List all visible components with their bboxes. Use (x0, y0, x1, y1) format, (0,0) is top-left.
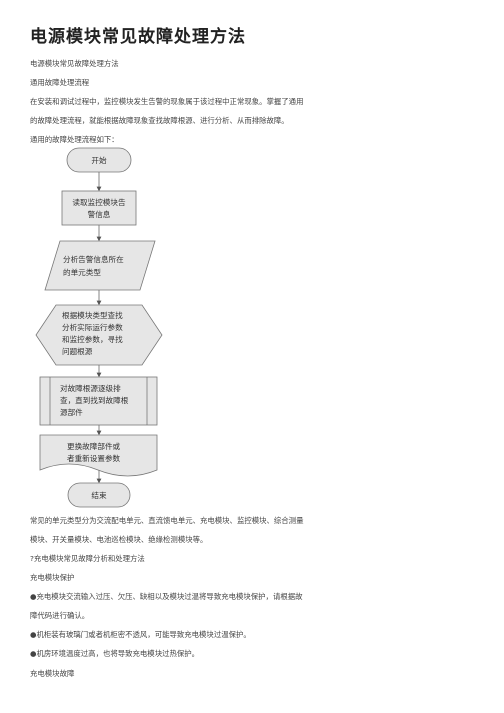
flow-analyze-node (44, 240, 156, 291)
flow-read-label: 警信息 (88, 209, 111, 219)
paragraph-line: 在安装和调试过程中，监控模块发生告警的现象属于该过程中正常现象。掌握了通用 (30, 97, 304, 106)
flow-check-node (39, 376, 158, 426)
flow-check-label: 对故障根源逐级排 (60, 383, 121, 393)
flow-end-label: 结束 (91, 490, 107, 500)
section-heading-general-flow: 通用故障处理流程 (30, 78, 90, 87)
flow-read-label: 读取监控模块告 (72, 197, 126, 207)
flow-replace-label: 者重新设置参数 (67, 453, 121, 463)
bullet-line: 障代码进行确认。 (30, 611, 90, 620)
flow-find-label: 分析实际运行参数 (62, 322, 123, 332)
subtitle: 电源模块常见故障处理方法 (30, 59, 119, 68)
section-heading-fault: 充电模块故障 (30, 669, 75, 678)
flow-replace-label: 更换故障部件或 (67, 441, 121, 451)
bullet-line: ●机房环境温度过高，也将导致充电模块过热保护。 (30, 649, 200, 658)
flow-find-node (35, 304, 163, 366)
flow-start-label: 开始 (91, 155, 107, 165)
flow-find-label: 和监控参数，寻找 (62, 334, 123, 344)
flow-check-label: 查，直到找到故障根 (60, 395, 129, 405)
section-heading-protection: 充电模块保护 (30, 573, 75, 582)
paragraph-line: 模块、开关量模块、电池巡检模块、绝缘检测模块等。 (30, 535, 208, 544)
flow-end-node (67, 482, 131, 508)
flow-replace-node (39, 434, 158, 477)
paragraph-line: 的故障处理流程，就能根据故障现象查找故障根源、进行分析、从而排除故障。 (30, 116, 289, 125)
section-heading-charger: ?充电模块常见故障分析和处理方法 (30, 554, 145, 563)
flow-read-alarm-node (61, 190, 137, 226)
bullet-line: ●充电模块交流输入过压、欠压、缺相以及模块过温将导致充电模块保护，请根据故 (30, 592, 303, 601)
bullet-line: ●机柜装有玻璃门或者机柜密不透风，可能导致充电模块过温保护。 (30, 630, 251, 639)
flow-find-label: 根据模块类型查找 (62, 310, 123, 320)
page-title: 电源模块常见故障处理方法 (30, 27, 246, 47)
flow-find-label: 问题根源 (62, 346, 93, 356)
paragraph-line: 通用的故障处理流程如下： (30, 135, 119, 144)
flow-analyze-label: 分析告警信息所在 (63, 254, 124, 264)
paragraph-line: 常见的单元类型分为交流配电单元、直流馈电单元、充电模块、监控模块、综合测量 (30, 516, 304, 525)
flow-start-node (66, 147, 132, 173)
flow-check-label: 源部件 (60, 407, 83, 417)
flow-analyze-label: 的单元类型 (63, 267, 101, 277)
